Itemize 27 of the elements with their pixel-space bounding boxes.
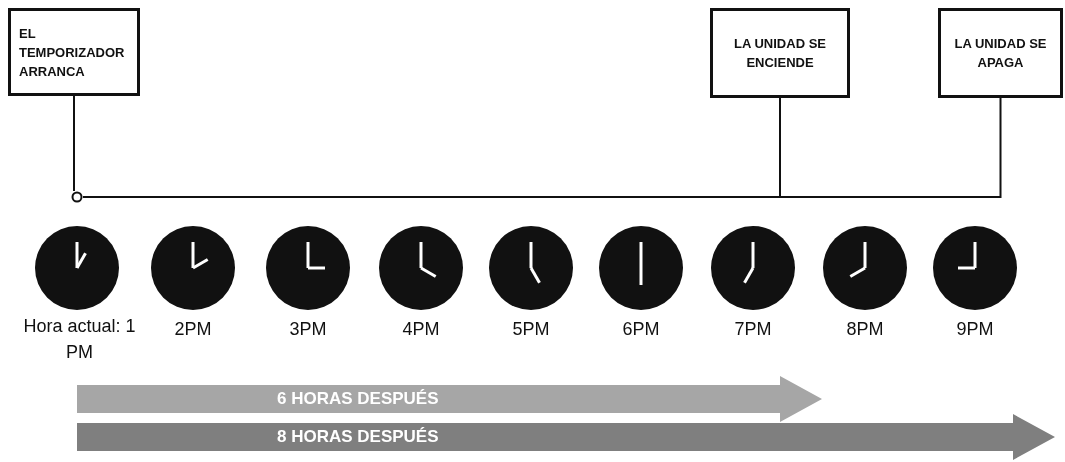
- time-label: 4PM: [401, 318, 441, 341]
- time-label: 5PM: [511, 318, 551, 341]
- clock-icon: [711, 226, 795, 310]
- time-label: 8PM: [845, 318, 885, 341]
- time-label: 7PM: [733, 318, 773, 341]
- arrow-label: 8 HORAS DESPUÉS: [277, 427, 439, 447]
- clock-icon: [35, 226, 119, 310]
- clock-icon: [489, 226, 573, 310]
- connector-line: [73, 95, 75, 192]
- clock-icon: [823, 226, 907, 310]
- clock-icon: [379, 226, 463, 310]
- callout-box: LA UNIDAD SE ENCIENDE: [710, 8, 850, 98]
- duration-arrow: [77, 376, 822, 422]
- callout-box: EL TEMPORIZADOR ARRANCA: [8, 8, 140, 96]
- time-label: Hora actual: 1 PM: [22, 315, 137, 364]
- clock-icon: [266, 226, 350, 310]
- clock-icon: [599, 226, 683, 310]
- callout-box: LA UNIDAD SE APAGA: [938, 8, 1063, 98]
- time-label: 3PM: [288, 318, 328, 341]
- junction-circle: [71, 191, 83, 203]
- clock-icon: [933, 226, 1017, 310]
- time-label: 6PM: [621, 318, 661, 341]
- clock-icon: [151, 226, 235, 310]
- arrow-label: 6 HORAS DESPUÉS: [277, 389, 439, 409]
- duration-arrow: [77, 414, 1055, 460]
- time-label: 9PM: [955, 318, 995, 341]
- time-label: 2PM: [173, 318, 213, 341]
